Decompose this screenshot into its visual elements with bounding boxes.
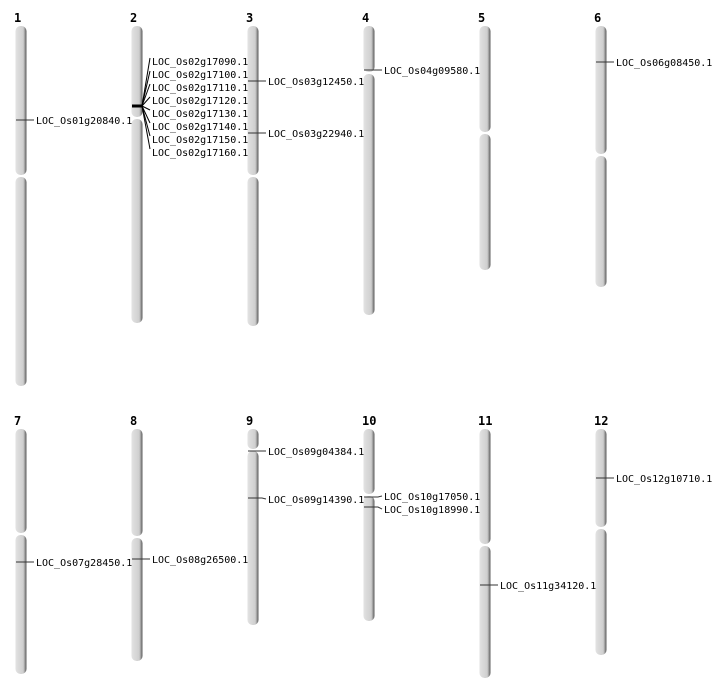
- gene-label: LOC_Os02g17120.1: [152, 96, 248, 107]
- chromosome-number: 7: [14, 414, 21, 428]
- chromosome-arm-short: [363, 429, 375, 494]
- chromosome-arm-short: [131, 26, 143, 117]
- chromosome-number: 2: [130, 11, 137, 25]
- gene-label: LOC_Os06g08450.1: [616, 58, 712, 69]
- gene-label: LOC_Os01g20840.1: [36, 116, 132, 127]
- chromosome-5: 5: [478, 11, 491, 270]
- chromosome-arm-long: [15, 177, 27, 386]
- chromosome-arm-long: [363, 496, 375, 621]
- chromosome-number: 11: [478, 414, 492, 428]
- chromosome-arm-short: [15, 26, 27, 175]
- chromosome-arm-long: [15, 535, 27, 674]
- chromosome-number: 12: [594, 414, 608, 428]
- chromosome-arm-long: [247, 177, 259, 326]
- chromosome-number: 3: [246, 11, 253, 25]
- gene-label: LOC_Os02g17150.1: [152, 135, 248, 146]
- chromosome-arm-long: [131, 538, 143, 661]
- gene-label: LOC_Os02g17140.1: [152, 122, 248, 133]
- gene-label: LOC_Os02g17110.1: [152, 83, 248, 94]
- chromosome-arm-long: [595, 529, 607, 655]
- gene-label: LOC_Os09g04384.1: [268, 447, 364, 458]
- chromosome-number: 8: [130, 414, 137, 428]
- chromosome-arm-long: [131, 119, 143, 323]
- chromosome-arm-long: [479, 546, 491, 678]
- chromosome-arm-long: [595, 156, 607, 287]
- gene-label: LOC_Os07g28450.1: [36, 558, 132, 569]
- gene-connector: [141, 83, 151, 107]
- chromosome-arm-short: [247, 26, 259, 175]
- gene-connector: [141, 96, 151, 107]
- gene-connector: [141, 105, 151, 150]
- gene-connector: [141, 105, 151, 111]
- chromosome-arm-long: [247, 451, 259, 625]
- chromosome-number: 6: [594, 11, 601, 25]
- gene-label: LOC_Os12g10710.1: [616, 474, 712, 485]
- gene-label: LOC_Os02g17160.1: [152, 148, 248, 159]
- gene-connector: [375, 495, 383, 498]
- gene-label: LOC_Os03g12450.1: [268, 77, 364, 88]
- gene-connector: [259, 497, 267, 500]
- gene-label: LOC_Os02g17130.1: [152, 109, 248, 120]
- gene-label: LOC_Os03g22940.1: [268, 129, 364, 140]
- chromosome-arm-short: [479, 429, 491, 544]
- gene-label: LOC_Os09g14390.1: [268, 495, 364, 506]
- chromosome-arm-short: [247, 429, 259, 449]
- gene-label: LOC_Os11g34120.1: [500, 581, 596, 592]
- chromosome-arm-short: [479, 26, 491, 132]
- chromosome-arm-short: [15, 429, 27, 533]
- chromosome-number: 9: [246, 414, 253, 428]
- chromosome-arm-long: [363, 74, 375, 315]
- chromosome-number: 4: [362, 11, 369, 25]
- chromosome-arm-short: [363, 26, 375, 72]
- chromosome-2: 2LOC_Os02g17090.1LOC_Os02g17100.1LOC_Os0…: [130, 11, 248, 323]
- chromosome-number: 5: [478, 11, 485, 25]
- gene-connector: [141, 105, 151, 124]
- gene-label: LOC_Os02g17090.1: [152, 57, 248, 68]
- gene-label: LOC_Os10g17050.1: [384, 492, 480, 503]
- gene-label: LOC_Os08g26500.1: [152, 555, 248, 566]
- chromosome-number: 1: [14, 11, 21, 25]
- chromosome-number: 10: [362, 414, 376, 428]
- gene-label: LOC_Os10g18990.1: [384, 505, 480, 516]
- chromosome-arm-long: [479, 134, 491, 270]
- gene-label: LOC_Os02g17100.1: [152, 70, 248, 81]
- gene-connector: [141, 70, 151, 107]
- gene-connector: [375, 506, 383, 510]
- gene-label: LOC_Os04g09580.1: [384, 66, 480, 77]
- chromosome-arm-short: [595, 26, 607, 154]
- chromosome-arm-short: [131, 429, 143, 536]
